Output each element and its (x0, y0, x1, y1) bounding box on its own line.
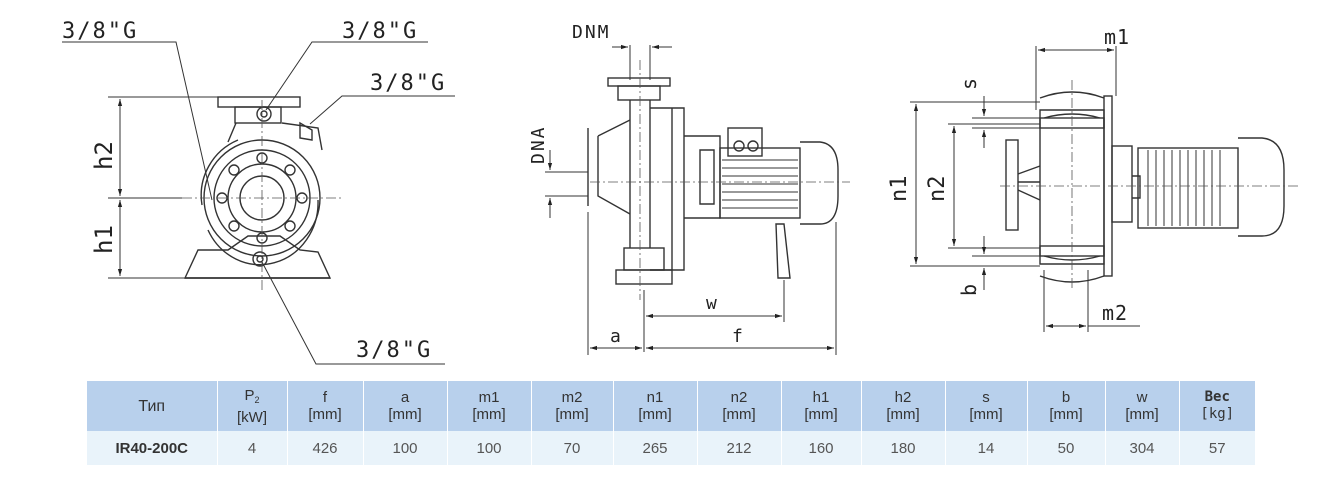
top-view-dimensions (910, 46, 1140, 332)
label-front-right: 3/8"G (370, 71, 446, 96)
side-view-drawing (587, 77, 839, 285)
label-m1: m1 (1104, 25, 1130, 49)
cell-f: 426 (287, 431, 364, 465)
specification-table: Тип P2[kW] f[mm] a[mm] m1[mm] m2[mm] n1[… (87, 381, 1255, 465)
cell-m1: 100 (447, 431, 532, 465)
table-row: IR40-200C 4 426 100 100 70 265 212 160 1… (87, 431, 1255, 465)
label-s: s (957, 78, 981, 90)
cell-type: IR40-200C (87, 431, 218, 465)
top-view-centerlines (1000, 80, 1300, 290)
header-type: Тип (87, 381, 218, 431)
header-h2: h2[mm] (861, 381, 946, 431)
side-view-dimensions (545, 44, 837, 355)
label-a: a (610, 326, 621, 347)
header-m1: m1[mm] (447, 381, 532, 431)
front-view-dimensions (62, 41, 455, 365)
label-b: b (957, 284, 981, 296)
label-h2: h2 (90, 141, 118, 170)
cell-h1: 160 (781, 431, 862, 465)
header-s: s[mm] (945, 381, 1028, 431)
label-w: w (706, 293, 717, 314)
cell-p2: 4 (217, 431, 288, 465)
cell-h2: 180 (861, 431, 946, 465)
cell-w: 304 (1105, 431, 1180, 465)
header-a: a[mm] (363, 381, 448, 431)
top-view-drawing (1005, 91, 1285, 283)
header-w: w[mm] (1105, 381, 1180, 431)
cell-n1: 265 (613, 431, 698, 465)
front-view-centerlines (182, 100, 342, 290)
header-h1: h1[mm] (781, 381, 862, 431)
cell-b: 50 (1027, 431, 1106, 465)
label-dna: DNA (528, 125, 549, 164)
header-m2: m2[mm] (531, 381, 614, 431)
cell-weight: 57 (1179, 431, 1255, 465)
label-n2: n2 (925, 176, 950, 203)
label-f: f (732, 326, 743, 347)
label-dnm: DNM (572, 22, 611, 43)
header-n2: n2[mm] (697, 381, 782, 431)
label-h1: h1 (90, 225, 118, 254)
header-weight: Bec[kg] (1179, 381, 1255, 431)
label-n1: n1 (887, 176, 912, 203)
label-m2: m2 (1102, 301, 1128, 325)
table-header-row: Тип P2[kW] f[mm] a[mm] m1[mm] m2[mm] n1[… (87, 381, 1255, 431)
cell-a: 100 (363, 431, 448, 465)
technical-drawings: 3/8"G 3/8"G 3/8"G 3/8"G h2 h1 DNM DNA w … (62, 19, 1300, 365)
label-front-bottom: 3/8"G (356, 338, 432, 363)
header-p2: P2[kW] (217, 381, 288, 431)
header-n1: n1[mm] (613, 381, 698, 431)
top-view-fins (1147, 150, 1221, 226)
side-view-centerlines (590, 60, 850, 300)
label-front-top-right: 3/8"G (342, 19, 418, 44)
cell-s: 14 (945, 431, 1028, 465)
label-front-top-left: 3/8"G (62, 19, 138, 44)
header-f: f[mm] (287, 381, 364, 431)
side-view-fins (722, 159, 798, 209)
header-b: b[mm] (1027, 381, 1106, 431)
cell-m2: 70 (531, 431, 614, 465)
cell-n2: 212 (697, 431, 782, 465)
front-view-drawing (183, 96, 332, 279)
